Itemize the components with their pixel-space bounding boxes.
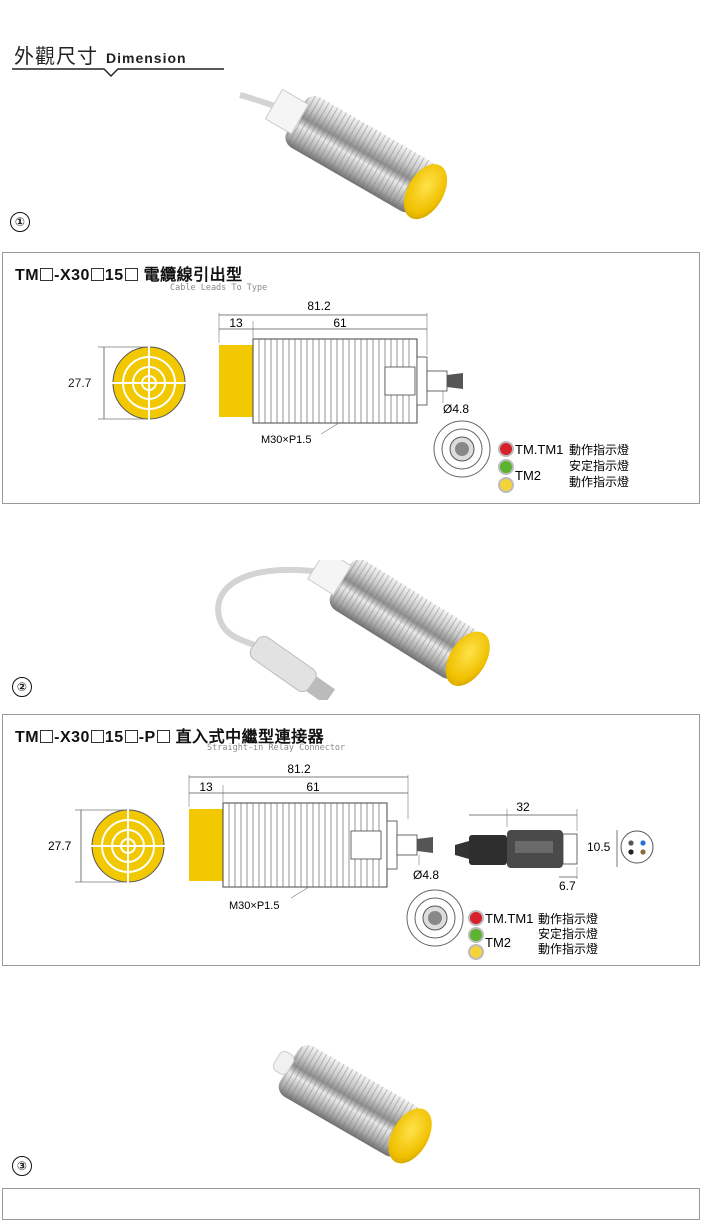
led-label-2: TM2 bbox=[515, 468, 541, 483]
led-desc-5: 安定指示燈 bbox=[538, 926, 598, 941]
section-3-number: ③ bbox=[12, 1156, 32, 1176]
rear-view-1: TM.TM1 TM2 動作指示燈 安定指示燈 動作指示燈 bbox=[433, 420, 629, 493]
side-view-1: 81.2 13 61 Ø4.8 M30×P1.5 bbox=[218, 299, 469, 446]
dim-head-1: 13 bbox=[229, 316, 243, 330]
dim-thread-1: M30×P1.5 bbox=[261, 434, 311, 446]
led-label-1: TM.TM1 bbox=[515, 442, 563, 457]
panel-3 bbox=[2, 1188, 700, 1220]
connector-view: 32 6.7 10.5 bbox=[455, 800, 654, 893]
front-view-1: 27.7 bbox=[68, 345, 187, 421]
dim-body-1: 61 bbox=[333, 316, 347, 330]
drawing-1: 27.7 81.2 13 61 Ø4.8 M30×P1.5 bbox=[68, 299, 629, 493]
dim-overall-2: 81.2 bbox=[287, 762, 311, 776]
page-title: 外觀尺寸 Dimension bbox=[14, 40, 187, 69]
led-label-4: TM2 bbox=[485, 935, 511, 950]
dim-body-2: 61 bbox=[306, 780, 320, 794]
rear-view-2: TM.TM1 TM2 動作指示燈 安定指示燈 動作指示燈 bbox=[406, 889, 598, 960]
dim-cable-1: Ø4.8 bbox=[443, 402, 469, 416]
led-desc-3: 動作指示燈 bbox=[569, 474, 629, 489]
led-desc-6: 動作指示燈 bbox=[538, 941, 598, 956]
led-desc-4: 動作指示燈 bbox=[538, 911, 598, 926]
dim-cable-2: Ø4.8 bbox=[413, 868, 439, 882]
dim-thread-2: M30×P1.5 bbox=[229, 900, 279, 912]
led-desc-2: 安定指示燈 bbox=[569, 458, 629, 473]
dim-connector-length: 32 bbox=[516, 800, 530, 814]
panel-2-subtitle: Straight-in Relay Connector bbox=[207, 743, 346, 753]
dim-overall-1: 81.2 bbox=[307, 299, 331, 313]
section-2-number: ② bbox=[12, 677, 32, 697]
dim-diameter-1: 27.7 bbox=[68, 376, 92, 390]
title-en: Dimension bbox=[106, 50, 187, 66]
panel-1-subtitle: Cable Leads To Type bbox=[170, 283, 268, 293]
sensor-photo-cable bbox=[239, 88, 448, 220]
dim-connector-dia: 10.5 bbox=[587, 840, 611, 854]
dim-diameter-2: 27.7 bbox=[48, 839, 72, 853]
section-1-number: ① bbox=[10, 212, 30, 232]
dim-connector-tip: 6.7 bbox=[559, 879, 576, 893]
drawing-2: 27.7 81.2 13 61 Ø4.8 M30×P1.5 bbox=[48, 762, 654, 960]
sensor-photo-short bbox=[272, 1045, 432, 1164]
led-label-3: TM.TM1 bbox=[485, 911, 533, 926]
front-view-2: 27.7 bbox=[48, 808, 166, 884]
sensor-photo-connector bbox=[215, 560, 490, 700]
dim-head-2: 13 bbox=[199, 780, 213, 794]
led-desc-1: 動作指示燈 bbox=[569, 442, 629, 457]
side-view-2: 81.2 13 61 Ø4.8 M30×P1.5 bbox=[188, 762, 439, 912]
title-zh: 外觀尺寸 bbox=[14, 46, 98, 68]
title-underline bbox=[12, 68, 224, 77]
